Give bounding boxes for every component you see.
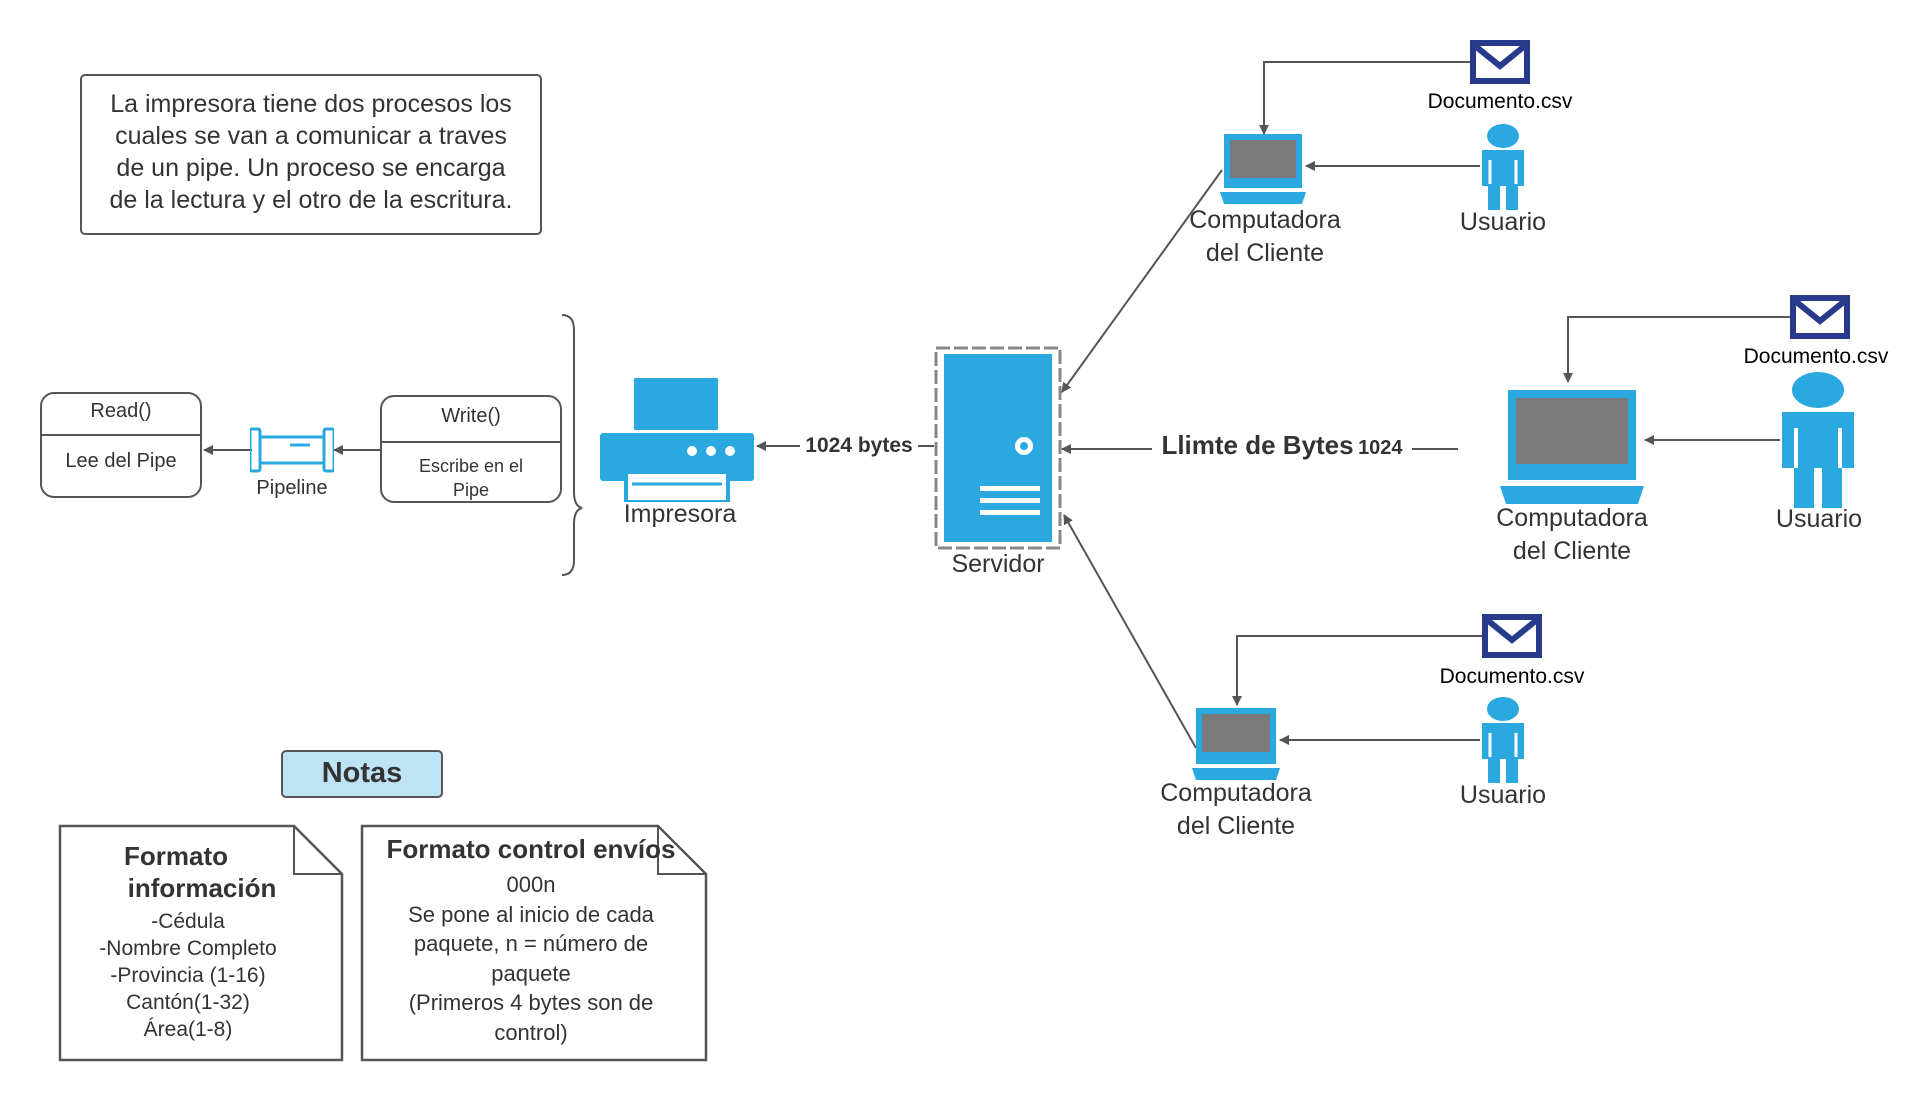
bytes-label: 1024 bytes (800, 434, 918, 458)
format-control-title: Formato control envíos (386, 834, 676, 864)
document-label: Documento.csv (1427, 90, 1573, 113)
computer-label-line-1: Computadora (1496, 504, 1648, 532)
printer-label: Impresora (623, 500, 737, 528)
pipeline-icon (248, 427, 336, 473)
user-label: Usuario (1775, 505, 1863, 533)
description-box: La impresora tiene dos procesos los cual… (80, 74, 542, 235)
notes-title: Notas (321, 757, 403, 789)
user-label: Usuario (1459, 208, 1547, 236)
computer-label: Computadora del Cliente (1474, 502, 1670, 568)
read-body: Lee del Pipe (65, 450, 177, 472)
envelope-icon (1470, 40, 1530, 84)
format-info-title-line-1: Formato (124, 841, 228, 871)
format-control-line: paquete, n = número de (413, 931, 649, 956)
user-icon (1780, 372, 1856, 508)
computer-label-line-2: del Cliente (1512, 537, 1632, 565)
limit-label-value: 1024 (1358, 437, 1403, 459)
read-process-box[interactable]: Read() Lee del Pipe (40, 392, 202, 498)
read-divider (42, 434, 200, 436)
description-line-3: de un pipe. Un proceso se encarga (116, 154, 506, 182)
limit-label-main: Llimte de Bytes (1161, 430, 1354, 460)
description-line-1: La impresora tiene dos procesos los (110, 90, 512, 118)
arrow-doc1-to-computer1 (1259, 61, 1470, 135)
arrow-doc3-to-computer3 (1232, 635, 1482, 706)
format-info-title-line-2: información (127, 873, 277, 903)
format-control-line: paquete (491, 960, 571, 986)
server-icon[interactable] (934, 346, 1062, 550)
computer-label-line-1: Computadora (1160, 779, 1312, 807)
format-control-lines: 000n Se pone al inicio de cada paquete, … (360, 870, 702, 1047)
computer-label-line-2: del Cliente (1176, 812, 1296, 840)
format-info-item: Área(1-8) (143, 1018, 233, 1041)
write-body-line-1: Escribe en el (418, 456, 524, 476)
envelope-icon (1482, 614, 1542, 658)
envelope-icon (1790, 295, 1850, 339)
write-process-box[interactable]: Write() Escribe en el Pipe (380, 395, 562, 503)
description-line-4: de la lectura y el otro de la escritura. (109, 186, 513, 214)
user-icon (1480, 124, 1526, 210)
format-control-line: Se pone al inicio de cada (408, 901, 654, 927)
read-title: Read() (90, 400, 152, 422)
arrow-client1-to-server (1061, 169, 1223, 393)
computer-label-line-2: del Cliente (1205, 239, 1325, 267)
format-control-note: Formato control envíos 000n Se pone al i… (360, 824, 708, 1062)
description-text: La impresora tiene dos procesos los cual… (82, 88, 540, 216)
computer-label: Computadora del Cliente (1170, 204, 1360, 270)
format-info-items: -Cédula -Nombre Completo -Provincia (1-1… (78, 908, 298, 1043)
brace-bracket (561, 314, 583, 576)
laptop-icon[interactable] (1500, 390, 1644, 506)
user-label: Usuario (1459, 781, 1547, 809)
format-info-item: -Nombre Completo (99, 937, 277, 960)
laptop-icon[interactable] (1192, 708, 1280, 782)
printer-icon[interactable] (600, 378, 754, 504)
document-label: Documento.csv (1439, 665, 1585, 688)
computer-label-line-1: Computadora (1189, 206, 1341, 234)
arrow-doc2-to-computer2 (1563, 316, 1790, 383)
format-control-line: (Primeros 4 bytes son de (408, 990, 654, 1015)
write-title: Write() (441, 405, 501, 427)
server-label: Servidor (951, 550, 1045, 578)
user-icon (1480, 697, 1526, 783)
limit-label: Llimte de Bytes 1024 (1152, 430, 1412, 461)
format-info-title: Formato información (116, 840, 288, 904)
computer-label: Computadora del Cliente (1140, 777, 1332, 843)
arrow-client3-to-server (1063, 514, 1197, 749)
pipeline-label: Pipeline (256, 477, 328, 499)
format-control-line: control) (494, 1019, 568, 1045)
format-info-item: -Cédula (151, 910, 225, 933)
format-info-item: Cantón(1-32) (126, 991, 250, 1014)
write-body: Escribe en el Pipe (382, 454, 560, 502)
notes-title-box: Notas (281, 750, 443, 798)
description-line-2: cuales se van a comunicar a traves (115, 122, 507, 150)
format-info-item: -Provincia (1-16) (110, 964, 266, 987)
document-label: Documento.csv (1743, 345, 1889, 368)
write-body-line-2: Pipe (452, 480, 490, 500)
laptop-icon[interactable] (1220, 134, 1306, 206)
format-info-note: Formato información -Cédula -Nombre Comp… (58, 824, 344, 1062)
write-divider (382, 441, 560, 443)
format-control-line: 000n (506, 872, 556, 897)
